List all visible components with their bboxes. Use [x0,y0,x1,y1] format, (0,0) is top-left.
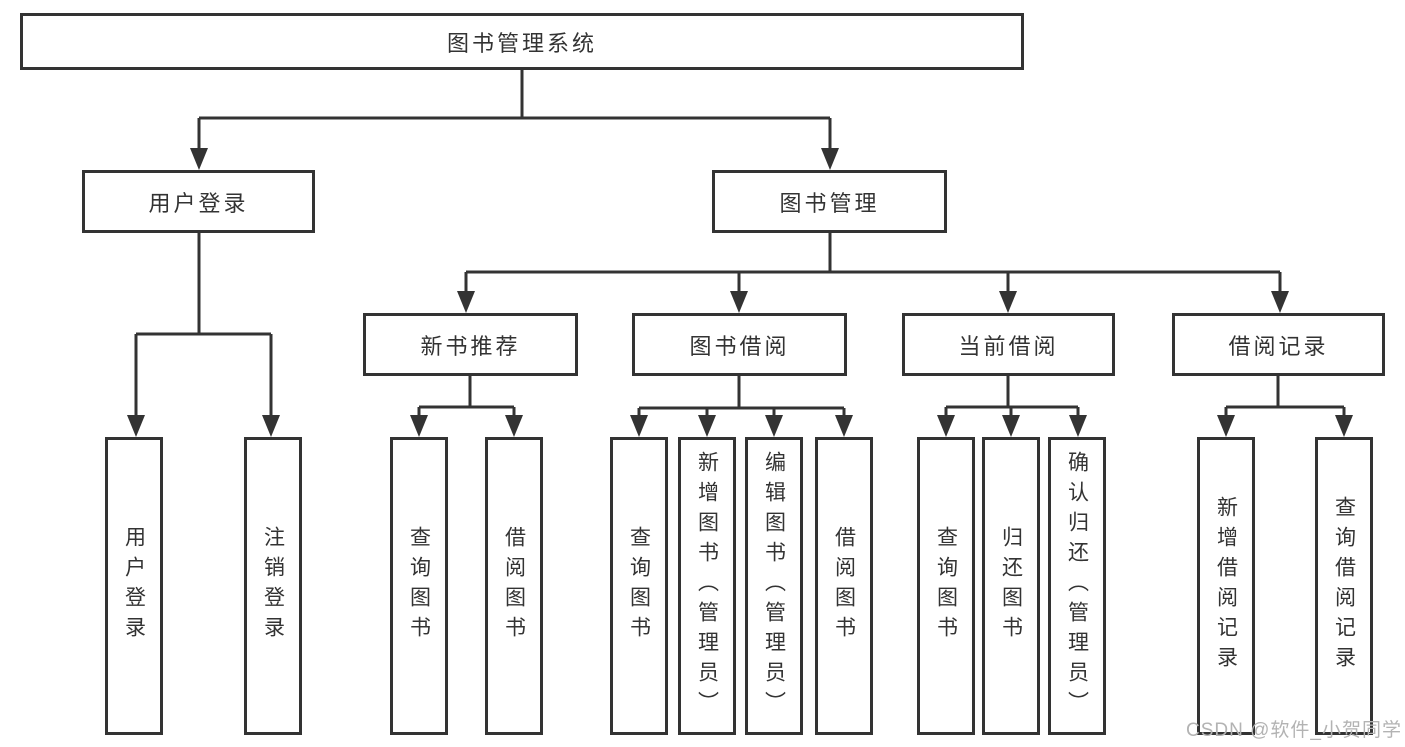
leaf-user-login: 用户登录 [105,437,163,735]
leaf-label: 新增借阅记录 [1214,496,1238,676]
leaf-query-books-recommend: 查询图书 [390,437,448,735]
leaf-query-books-current: 查询图书 [917,437,975,735]
leaf-logout: 注销登录 [244,437,302,735]
csdn-watermark: CSDN @软件_小贺同学 [1186,720,1402,741]
leaf-label: 注销登录 [261,526,285,646]
leaf-label: 确认归还（管理员） [1065,451,1089,721]
leaf-label: 查询图书 [934,526,958,646]
leaf-borrow-books: 借阅图书 [815,437,873,735]
node-book-management: 图书管理 [712,170,947,233]
leaf-label: 查询图书 [407,526,431,646]
leaf-label: 借阅图书 [832,526,856,646]
node-book-borrow: 图书借阅 [632,313,847,376]
leaf-label: 用户登录 [122,526,146,646]
leaf-add-borrow-record: 新增借阅记录 [1197,437,1255,735]
leaf-query-books-borrow: 查询图书 [610,437,668,735]
arrowhead-icons [127,148,1353,437]
node-new-book-recommend: 新书推荐 [363,313,578,376]
node-current-borrow: 当前借阅 [902,313,1115,376]
leaf-label: 借阅图书 [502,526,526,646]
leaf-add-books-admin: 新增图书（管理员） [678,437,736,735]
leaf-edit-books-admin: 编辑图书（管理员） [745,437,803,735]
node-library-management-system: 图书管理系统 [20,13,1024,70]
leaf-label: 查询借阅记录 [1332,496,1356,676]
leaf-query-borrow-record: 查询借阅记录 [1315,437,1373,735]
leaf-label: 新增图书（管理员） [695,451,719,721]
leaf-confirm-return-admin: 确认归还（管理员） [1048,437,1106,735]
leaf-return-books: 归还图书 [982,437,1040,735]
leaf-label: 归还图书 [999,526,1023,646]
leaf-borrow-books-recommend: 借阅图书 [485,437,543,735]
node-user-login: 用户登录 [82,170,315,233]
leaf-label: 查询图书 [627,526,651,646]
node-borrow-record: 借阅记录 [1172,313,1385,376]
leaf-label: 编辑图书（管理员） [762,451,786,721]
